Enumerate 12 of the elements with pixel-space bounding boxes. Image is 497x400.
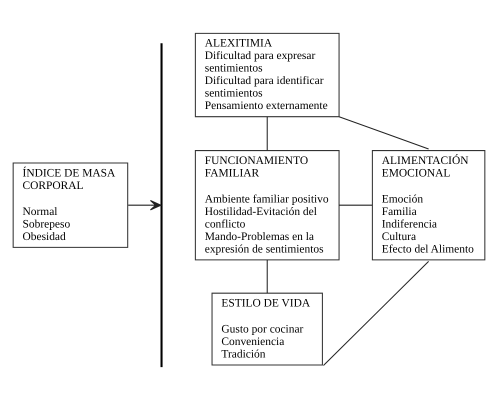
node-box: ALIMENTACIÓN EMOCIONAL Emoción Familia Indiferencia Cultura Efecto del Alimento: [371, 150, 485, 260]
connector: [338, 204, 372, 206]
node-box: ÍNDICE DE MASA CORPORAL Normal Sobrepeso Obesidad: [12, 162, 128, 248]
connector: [322, 261, 428, 366]
node-box: ESTILO DE VIDA Gusto por cocinar Conveniencia Tradición: [211, 292, 322, 366]
node-bar: [160, 43, 162, 368]
connector: [338, 116, 428, 150]
connector: [266, 260, 268, 294]
node-box: ALEXITIMIA Dificultad para expresar sentimientos Dificultad para identificar sentimientos Pensamiento externamente: [194, 32, 340, 118]
connector: [266, 116, 268, 151]
node-box: FUNCIONAMIENTO FAMILIAR Ambiente familiar positivo Hostilidad-Evitación del conflicto Mando-Problemas en la expresión de sentimientos: [194, 150, 340, 260]
arrow: [128, 200, 161, 210]
